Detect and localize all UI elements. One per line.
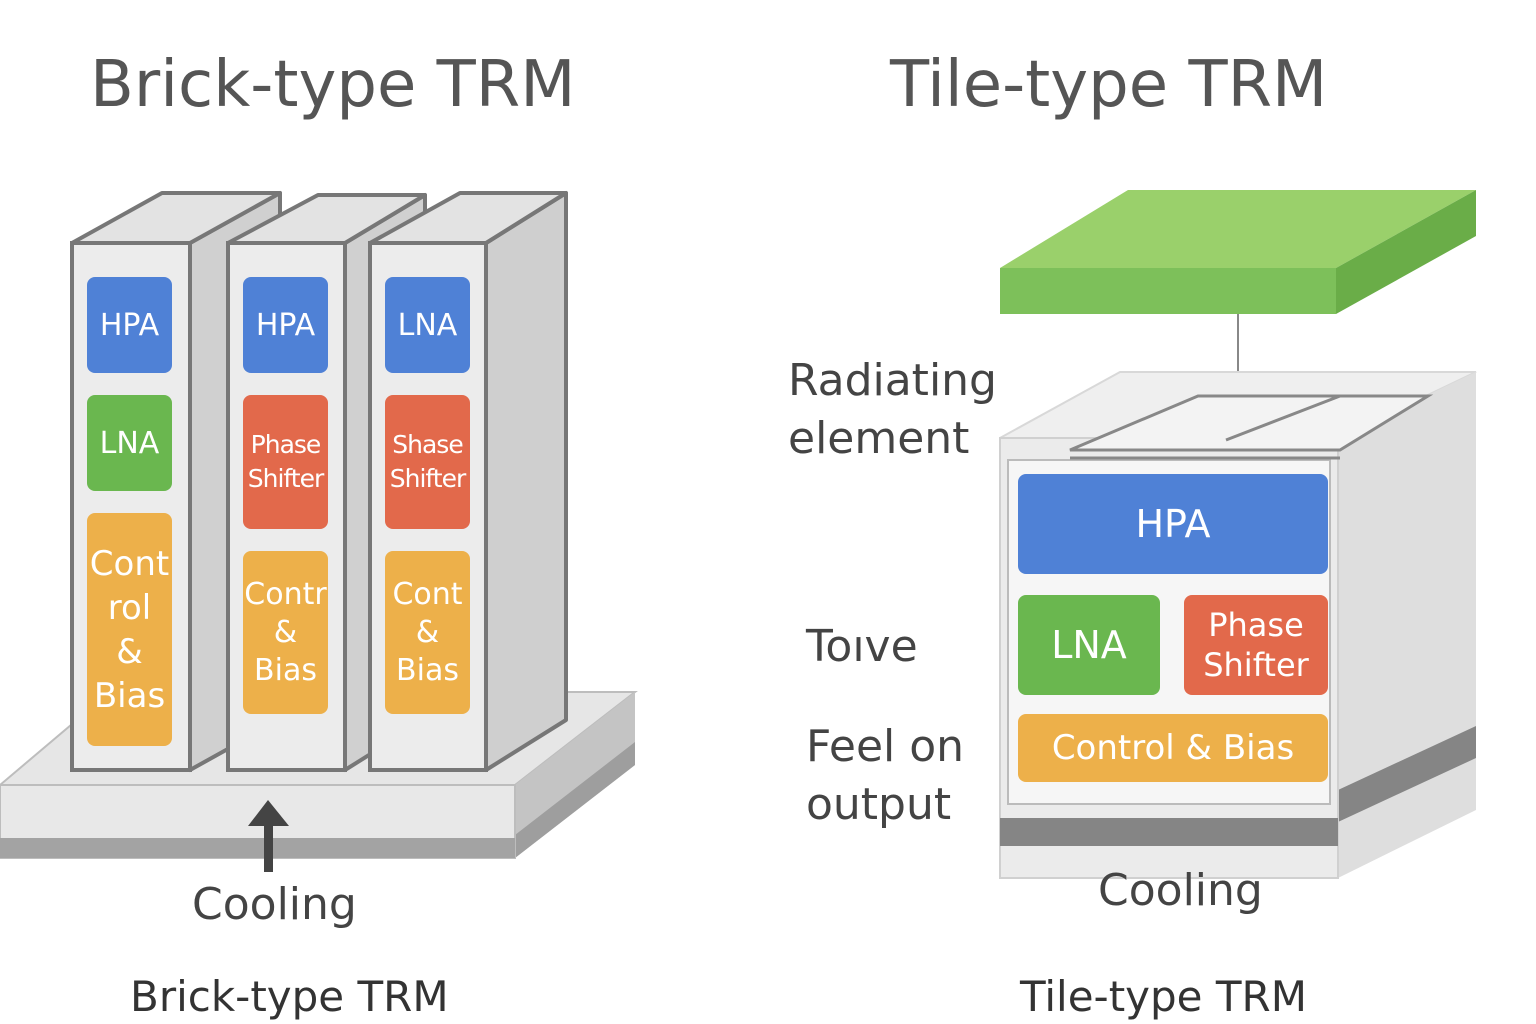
brick2-control-bias-block: Contr & Bias: [243, 551, 328, 714]
tile-phase-shifter-block: Phase Shifter: [1184, 595, 1328, 695]
brick3-phase-shifter-block: Shase Shifter: [385, 395, 470, 529]
tile-hpa-block: HPA: [1018, 474, 1328, 574]
brick2-hpa-block: HPA: [243, 277, 328, 373]
brick-cooling-label: Cooling: [192, 879, 357, 930]
tile-control-bias-block: Control & Bias: [1018, 714, 1328, 782]
tile-caption: Tile-type TRM: [1020, 972, 1307, 1021]
tile-lna-block: LNA: [1018, 595, 1160, 695]
brick1-lna-block: LNA: [87, 395, 172, 491]
brick1-control-bias-block: Cont rol & Bias: [87, 513, 172, 746]
toive-label: Toıve: [806, 621, 918, 672]
brick3-lna-block: LNA: [385, 277, 470, 373]
brick2-phase-shifter-block: Phase Shifter: [243, 395, 328, 529]
tile-cooling-label: Cooling: [1098, 865, 1263, 916]
tile-title: Tile-type TRM: [890, 48, 1328, 122]
brick-title: Brick-type TRM: [90, 48, 576, 122]
tile-radiating-element: [1000, 190, 1476, 314]
radiating-element-label: Radiating element: [788, 355, 997, 464]
brick-caption: Brick-type TRM: [130, 972, 449, 1021]
cooling-arrow-icon: [248, 800, 289, 872]
brick3-control-bias-block: Cont & Bias: [385, 551, 470, 714]
feel-on-output-label: Feel on output: [806, 721, 965, 830]
brick1-hpa-block: HPA: [87, 277, 172, 373]
